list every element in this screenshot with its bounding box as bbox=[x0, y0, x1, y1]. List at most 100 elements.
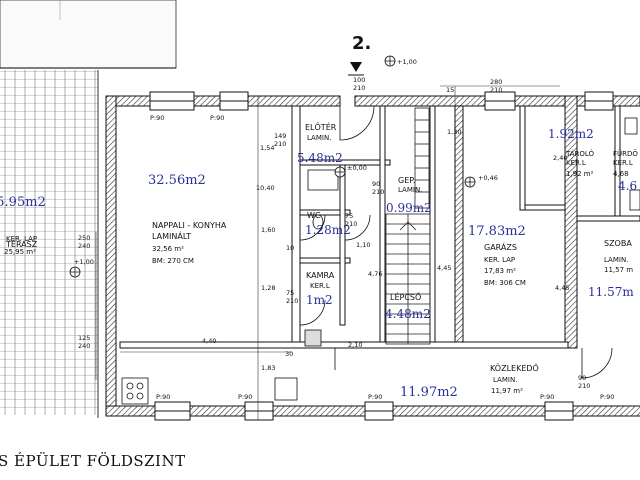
storage-name: TÁROLÓ bbox=[565, 149, 595, 158]
bath-name: FÜRDŐ bbox=[613, 149, 638, 158]
staircase bbox=[385, 107, 431, 345]
room-name: SZOBA bbox=[604, 239, 632, 248]
dim-90-corr: 90 bbox=[578, 374, 586, 382]
dim-280: 280 bbox=[490, 78, 502, 86]
dim-210-stairs: 2,10 bbox=[348, 341, 362, 349]
garage-area: 17,83 m² bbox=[484, 267, 516, 275]
hall-floor: LAMIN. bbox=[398, 186, 422, 194]
dim-240-storage: 2,40 bbox=[553, 154, 567, 162]
terrace-area: 25,95 m² bbox=[4, 248, 36, 256]
terrace-name: TERASZ bbox=[5, 240, 38, 249]
stairs-name: LÉPCSŐ bbox=[390, 291, 421, 302]
wc-fixtures bbox=[307, 117, 640, 230]
floor-caption: S ÉPÜLET FÖLDSZINT bbox=[0, 452, 186, 470]
bath-floor: KER.L bbox=[613, 159, 633, 167]
garage-overlay: 17.83m2 bbox=[468, 224, 526, 239]
garage-height: BM: 306 CM bbox=[484, 279, 526, 287]
level-markers bbox=[69, 55, 476, 278]
entry-name: ELŐTÉR bbox=[305, 121, 337, 132]
living-area: 32,56 m² bbox=[152, 245, 184, 253]
level-left: +1,00 bbox=[74, 258, 94, 266]
room-area: 11,57 m bbox=[604, 266, 633, 274]
window-label-7: P:90 bbox=[600, 393, 614, 401]
window-label-2: P:90 bbox=[210, 114, 224, 122]
terrace-floor: KER. LAP bbox=[6, 235, 37, 243]
dim-125: 125 bbox=[78, 334, 90, 342]
level-top: +1,00 bbox=[397, 58, 417, 66]
window-label-3: P:90 bbox=[156, 393, 170, 401]
level-garage: +0,46 bbox=[478, 174, 498, 182]
kitchen-counter bbox=[121, 329, 322, 405]
dim-90-entry: 90 bbox=[372, 180, 380, 188]
corridor-name: KÖZLEKEDŐ bbox=[490, 363, 539, 373]
living-name: NAPPALI - KONYHA bbox=[152, 221, 227, 230]
dim-210-entry: 210 bbox=[274, 140, 286, 148]
hall-overlay: 0.99m2 bbox=[386, 201, 432, 215]
pantry-name: KAMRA bbox=[306, 271, 335, 280]
neighbour-building bbox=[0, 0, 177, 69]
wc-overlay: 1.28m2 bbox=[305, 223, 351, 237]
dim-130: 1,30 bbox=[447, 128, 461, 136]
dim-15: 15 bbox=[446, 86, 454, 94]
dim-128: 1,28 bbox=[261, 284, 275, 292]
top-windows bbox=[149, 91, 614, 111]
dim-240-b: 240 bbox=[78, 342, 90, 350]
entry-floor: LAMIN. bbox=[307, 134, 331, 142]
room-overlay: 11.57m bbox=[588, 285, 634, 299]
dim-445-b: 4,45 bbox=[555, 284, 569, 292]
dim-149: 149 bbox=[274, 132, 286, 140]
corridor-floor: LAMIN. bbox=[493, 376, 517, 384]
dim-476: 4,76 bbox=[368, 270, 382, 278]
storage-overlay: 1.92m2 bbox=[548, 127, 594, 141]
dim-210-garage: 210 bbox=[490, 86, 502, 94]
living-overlay: 32.56m2 bbox=[148, 173, 206, 188]
dim-240-a: 240 bbox=[78, 242, 90, 250]
living-height: BM: 270 CM bbox=[152, 257, 194, 265]
window-label-4: P:90 bbox=[238, 393, 252, 401]
corridor-area: 11,97 m² bbox=[491, 387, 523, 395]
hall-name: GEP. bbox=[398, 176, 415, 185]
dim-440: 4,40 bbox=[202, 337, 216, 345]
terrace-paving bbox=[0, 70, 98, 415]
dim-75: 75 bbox=[345, 212, 353, 220]
wc-name: WC bbox=[307, 211, 321, 220]
room-floor: LAMIN. bbox=[604, 256, 628, 264]
garage-name: GARÁZS bbox=[484, 241, 517, 252]
dim-160: 1,60 bbox=[261, 226, 275, 234]
dim-210-wc: 210 bbox=[345, 220, 357, 228]
stairs-overlay: 4.48m2 bbox=[385, 307, 431, 321]
dim-75-pantry: 75 bbox=[286, 289, 294, 297]
bath-overlay: 4.6 bbox=[618, 179, 637, 193]
dim-445-a: 4,45 bbox=[437, 264, 451, 272]
building-number: 2. bbox=[352, 33, 371, 54]
window-label-1: P:90 bbox=[150, 114, 164, 122]
garage-floor: KER. LAP bbox=[484, 256, 515, 264]
dim-210-top: 210 bbox=[353, 84, 365, 92]
pantry-overlay: 1m2 bbox=[306, 293, 333, 307]
terrace-overlay: 25.95m2 bbox=[0, 195, 46, 210]
bottom-windows bbox=[154, 401, 574, 421]
entry-overlay: 5.48m2 bbox=[297, 151, 343, 165]
dim-183: 1,83 bbox=[261, 364, 275, 372]
dim-210-corr: 210 bbox=[578, 382, 590, 390]
dim-210-hall: 210 bbox=[372, 188, 384, 196]
exterior-walls bbox=[105, 95, 640, 417]
dim-154: 1,54 bbox=[260, 144, 274, 152]
window-label-6: P:90 bbox=[540, 393, 554, 401]
entrance-arrow bbox=[348, 62, 364, 76]
living-floor: LAMINÁLT bbox=[152, 230, 191, 241]
dim-10-a: 10 bbox=[286, 244, 294, 252]
dim-1040: 10,40 bbox=[256, 184, 275, 192]
storage-area: 1,92 m² bbox=[566, 170, 594, 178]
storage-floor: KER.L bbox=[566, 159, 586, 167]
bath-area: 4,68 bbox=[613, 170, 629, 178]
dim-250: 250 bbox=[78, 234, 90, 242]
window-label-5: P:90 bbox=[368, 393, 382, 401]
dim-210-pantry: 210 bbox=[286, 297, 298, 305]
dimension-lines bbox=[95, 85, 560, 420]
dim-110: 1,10 bbox=[356, 241, 370, 249]
level-center: ±0,00 bbox=[347, 164, 367, 172]
dim-100: 100 bbox=[353, 76, 365, 84]
dim-30-a: 30 bbox=[285, 350, 293, 358]
